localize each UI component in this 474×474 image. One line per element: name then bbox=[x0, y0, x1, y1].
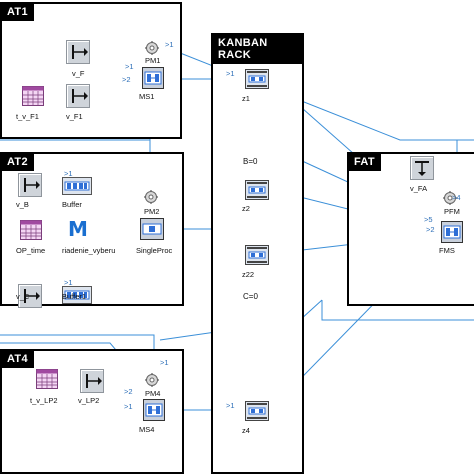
kanban-buffer-icon bbox=[245, 245, 269, 265]
monitor-pm4[interactable] bbox=[144, 373, 160, 387]
frame-title-fat: FAT bbox=[349, 154, 381, 171]
label-v-b: v_B bbox=[16, 200, 29, 209]
label-b-zero: B=0 bbox=[243, 157, 258, 166]
frame-title-at2: AT2 bbox=[2, 154, 34, 171]
port-pm4-top: >1 bbox=[160, 358, 169, 367]
generator-v-f[interactable] bbox=[66, 40, 90, 64]
arrow-bar-icon bbox=[72, 45, 88, 59]
label-c-zero: C=0 bbox=[243, 292, 258, 301]
arrow-bar-icon bbox=[72, 89, 88, 103]
generator-v-fa[interactable] bbox=[410, 156, 434, 180]
label-v-c-visible: v_C bbox=[16, 292, 30, 301]
gear-monitor-icon bbox=[145, 373, 159, 387]
gear-monitor-icon bbox=[443, 191, 457, 205]
frame-title-kanban-rack: KANBAN RACK bbox=[213, 35, 302, 64]
port-fms-2: >2 bbox=[426, 225, 435, 234]
monitor-pfm[interactable] bbox=[442, 191, 458, 205]
port-z1: >1 bbox=[226, 69, 235, 78]
port-buffer: >1 bbox=[64, 169, 73, 178]
label-z4: z4 bbox=[242, 426, 250, 435]
label-pfm: PFM bbox=[444, 207, 460, 216]
label-riadenie-vyberu: riadenie_vyberu bbox=[62, 246, 116, 255]
table-t-v-lp2[interactable] bbox=[36, 369, 58, 389]
arrow-bar-icon bbox=[24, 289, 40, 303]
kanban-buffer-icon bbox=[245, 401, 269, 421]
label-pm1: PM1 bbox=[145, 56, 161, 65]
kanban-buffer-icon bbox=[245, 180, 269, 200]
monitor-pm2[interactable] bbox=[143, 190, 159, 204]
kanban-z4[interactable] bbox=[245, 401, 269, 421]
table-icon bbox=[20, 220, 42, 240]
label-fms: FMS bbox=[439, 246, 455, 255]
machine-icon bbox=[143, 399, 165, 421]
gear-monitor-icon bbox=[144, 190, 158, 204]
label-singleproc: SingleProc bbox=[136, 246, 173, 255]
label-v-lp2: v_LP2 bbox=[78, 396, 100, 405]
machine-ms4[interactable] bbox=[143, 399, 165, 421]
kanban-z1[interactable] bbox=[245, 69, 269, 89]
frame-title-at4: AT4 bbox=[2, 351, 34, 368]
label-z22: z22 bbox=[242, 270, 255, 279]
port-ms4-in1: >1 bbox=[124, 402, 133, 411]
buffer-buffer1[interactable] bbox=[62, 286, 92, 304]
kanban-buffer-icon bbox=[245, 69, 269, 89]
buffer-icon bbox=[62, 286, 92, 304]
method-riadenie-vyberu[interactable]: M bbox=[68, 217, 88, 241]
machine-fms[interactable] bbox=[441, 221, 463, 243]
arrow-down-bar-icon bbox=[415, 161, 429, 176]
label-v-f: v_F bbox=[72, 69, 85, 78]
generator-v-b[interactable] bbox=[18, 173, 42, 197]
label-t-v-f1: t_v_F1 bbox=[16, 112, 39, 121]
label-ms4: MS4 bbox=[139, 425, 155, 434]
buffer-icon bbox=[62, 177, 92, 195]
gear-monitor-icon bbox=[145, 41, 159, 55]
generator-v-c[interactable] bbox=[18, 284, 42, 308]
table-icon bbox=[36, 369, 58, 389]
table-t-v-f1[interactable] bbox=[22, 86, 44, 106]
label-buffer1: Buffer1 bbox=[62, 292, 87, 301]
machine-ms1[interactable] bbox=[142, 67, 164, 89]
table-op-time[interactable] bbox=[20, 220, 42, 240]
buffer-buffer[interactable] bbox=[62, 177, 92, 195]
kanban-z2[interactable] bbox=[245, 180, 269, 200]
port-pfm-4: >4 bbox=[452, 193, 461, 202]
port-ms4-in2: >2 bbox=[124, 387, 133, 396]
port-ms1-in1: >1 bbox=[125, 62, 134, 71]
label-pm2: PM2 bbox=[144, 207, 160, 216]
label-t-v-lp2: t_v_LP2 bbox=[30, 396, 58, 405]
port-buffer1: >1 bbox=[64, 278, 73, 287]
singleproc[interactable] bbox=[140, 218, 164, 240]
port-pm1-top: >1 bbox=[165, 40, 174, 49]
label-z2: z2 bbox=[242, 204, 250, 213]
port-fms-5: >5 bbox=[424, 215, 433, 224]
processor-icon bbox=[140, 218, 164, 240]
label-buffer: Buffer bbox=[62, 200, 82, 209]
generator-v-lp2[interactable] bbox=[80, 369, 104, 393]
generator-v-f1[interactable] bbox=[66, 84, 90, 108]
label-ms1: MS1 bbox=[139, 92, 155, 101]
frame-title-at1: AT1 bbox=[2, 4, 34, 21]
label-v-f1: v_F1 bbox=[66, 112, 83, 121]
label-v-fa: v_FA bbox=[410, 184, 428, 193]
monitor-pm1[interactable] bbox=[144, 41, 160, 55]
port-z4: >1 bbox=[226, 401, 235, 410]
machine-icon bbox=[441, 221, 463, 243]
label-pm4: PM4 bbox=[145, 389, 161, 398]
kanban-z22[interactable] bbox=[245, 245, 269, 265]
port-ms1-in2: >2 bbox=[122, 75, 131, 84]
label-z1: z1 bbox=[242, 94, 250, 103]
arrow-bar-icon bbox=[86, 374, 102, 388]
machine-icon bbox=[142, 67, 164, 89]
arrow-bar-icon bbox=[24, 178, 40, 192]
label-op-time: OP_time bbox=[16, 246, 46, 255]
table-icon bbox=[22, 86, 44, 106]
